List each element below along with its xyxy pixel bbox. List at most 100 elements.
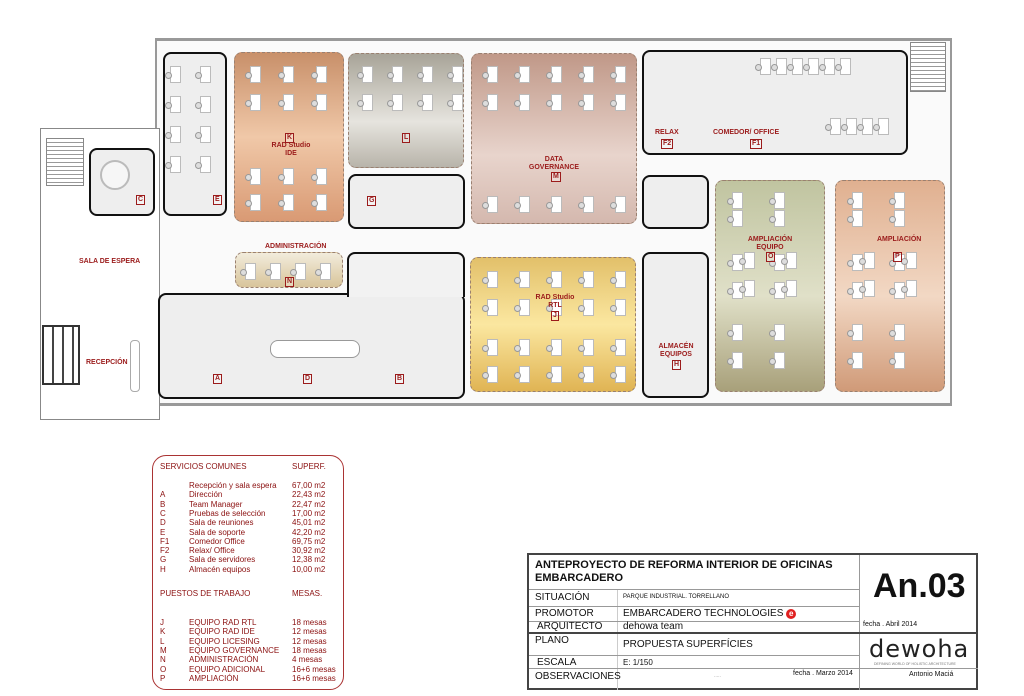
chair bbox=[578, 100, 585, 107]
chair bbox=[514, 372, 521, 379]
chair bbox=[165, 132, 172, 139]
chair bbox=[417, 100, 424, 107]
chair bbox=[610, 100, 617, 107]
legend-name: EQUIPO LICESING bbox=[189, 636, 260, 646]
legend-code: A bbox=[160, 490, 166, 500]
chair bbox=[847, 330, 854, 337]
meeting-table bbox=[270, 340, 360, 358]
chair bbox=[546, 345, 553, 352]
room-label-o: O bbox=[766, 252, 776, 262]
legend-code: M bbox=[160, 645, 167, 655]
chair bbox=[889, 260, 896, 267]
chair bbox=[787, 64, 794, 71]
chair bbox=[769, 288, 776, 295]
logo-tagline: DEFINING WORLD OF HOLISTIC ARCHITECTURE bbox=[874, 662, 956, 666]
room-label-g: G bbox=[367, 196, 377, 206]
chair bbox=[769, 358, 776, 365]
legend-name: Dirección bbox=[189, 490, 223, 500]
chair bbox=[165, 72, 172, 79]
room-label-d: D bbox=[303, 374, 313, 384]
chair bbox=[482, 277, 489, 284]
chair bbox=[769, 216, 776, 223]
chair bbox=[514, 100, 521, 107]
situacion-value: PARQUE INDUSTRIAL. TORRELLANO bbox=[623, 594, 730, 600]
legend-code: C bbox=[160, 508, 166, 518]
chair bbox=[315, 269, 322, 276]
chair bbox=[514, 277, 521, 284]
legend-row: O EQUIPO ADICIONAL 16+6 mesas bbox=[160, 665, 339, 675]
chair bbox=[578, 72, 585, 79]
chair bbox=[835, 64, 842, 71]
chair bbox=[546, 202, 553, 209]
chair bbox=[727, 330, 734, 337]
chair bbox=[482, 100, 489, 107]
chair bbox=[578, 277, 585, 284]
legend-code: G bbox=[160, 555, 167, 565]
legend-value: 45,01 m2 bbox=[292, 518, 326, 528]
chair bbox=[727, 358, 734, 365]
chair bbox=[278, 72, 285, 79]
legend-name: Comedor Office bbox=[189, 536, 245, 546]
embarcadero-logo-icon: e bbox=[786, 609, 797, 619]
chair bbox=[859, 258, 866, 265]
legend-value: 18 mesas bbox=[292, 618, 327, 627]
chair bbox=[387, 100, 394, 107]
chair bbox=[482, 345, 489, 352]
chair bbox=[514, 72, 521, 79]
chair bbox=[610, 202, 617, 209]
chair bbox=[195, 102, 202, 109]
legend-value: 42,20 m2 bbox=[292, 527, 326, 537]
chair bbox=[265, 269, 272, 276]
chair bbox=[889, 288, 896, 295]
chair bbox=[889, 216, 896, 223]
chair bbox=[482, 305, 489, 312]
chair bbox=[769, 198, 776, 205]
chair bbox=[901, 286, 908, 293]
zone-m bbox=[471, 53, 637, 224]
legend-value: 12 mesas bbox=[292, 636, 327, 646]
project-title: ANTEPROYECTO DE REFORMA INTERIOR DE OFIC… bbox=[535, 559, 833, 584]
legend-value: 4 mesas bbox=[292, 655, 323, 665]
chair bbox=[847, 216, 854, 223]
chair bbox=[578, 345, 585, 352]
legend-value: 16+6 mesas bbox=[292, 664, 336, 674]
legend-code: O bbox=[160, 664, 167, 674]
chair bbox=[873, 124, 880, 131]
room-label-a: A bbox=[213, 374, 223, 384]
chair bbox=[447, 72, 454, 79]
chair bbox=[857, 124, 864, 131]
chair bbox=[727, 216, 734, 223]
chair bbox=[889, 358, 896, 365]
chair bbox=[447, 100, 454, 107]
chair bbox=[278, 200, 285, 207]
legend-code: K bbox=[160, 627, 166, 637]
room-name-f2: RELAX bbox=[655, 129, 679, 136]
chair bbox=[240, 269, 247, 276]
room-h bbox=[642, 252, 709, 398]
legend-value: 18 mesas bbox=[292, 645, 327, 655]
legend-name: AMPLIACIÓN bbox=[189, 673, 239, 683]
room-label-e: E bbox=[213, 195, 222, 205]
legend-code: F1 bbox=[160, 536, 170, 546]
room-label-l: L bbox=[402, 133, 411, 143]
chair bbox=[578, 372, 585, 379]
chair bbox=[195, 132, 202, 139]
room-label-f1: F1 bbox=[750, 139, 763, 149]
escala-label: ESCALA bbox=[537, 657, 577, 668]
legend-name: Sala de servidores bbox=[189, 555, 256, 565]
chair bbox=[311, 72, 318, 79]
legend-value: 22,47 m2 bbox=[292, 499, 326, 509]
chair bbox=[769, 330, 776, 337]
chair bbox=[803, 64, 810, 71]
fecha-abril: fecha . Abril 2014 bbox=[863, 621, 918, 628]
legend-name: EQUIPO ADICIONAL bbox=[189, 664, 266, 674]
room-wc-2 bbox=[347, 252, 465, 297]
chair bbox=[165, 102, 172, 109]
